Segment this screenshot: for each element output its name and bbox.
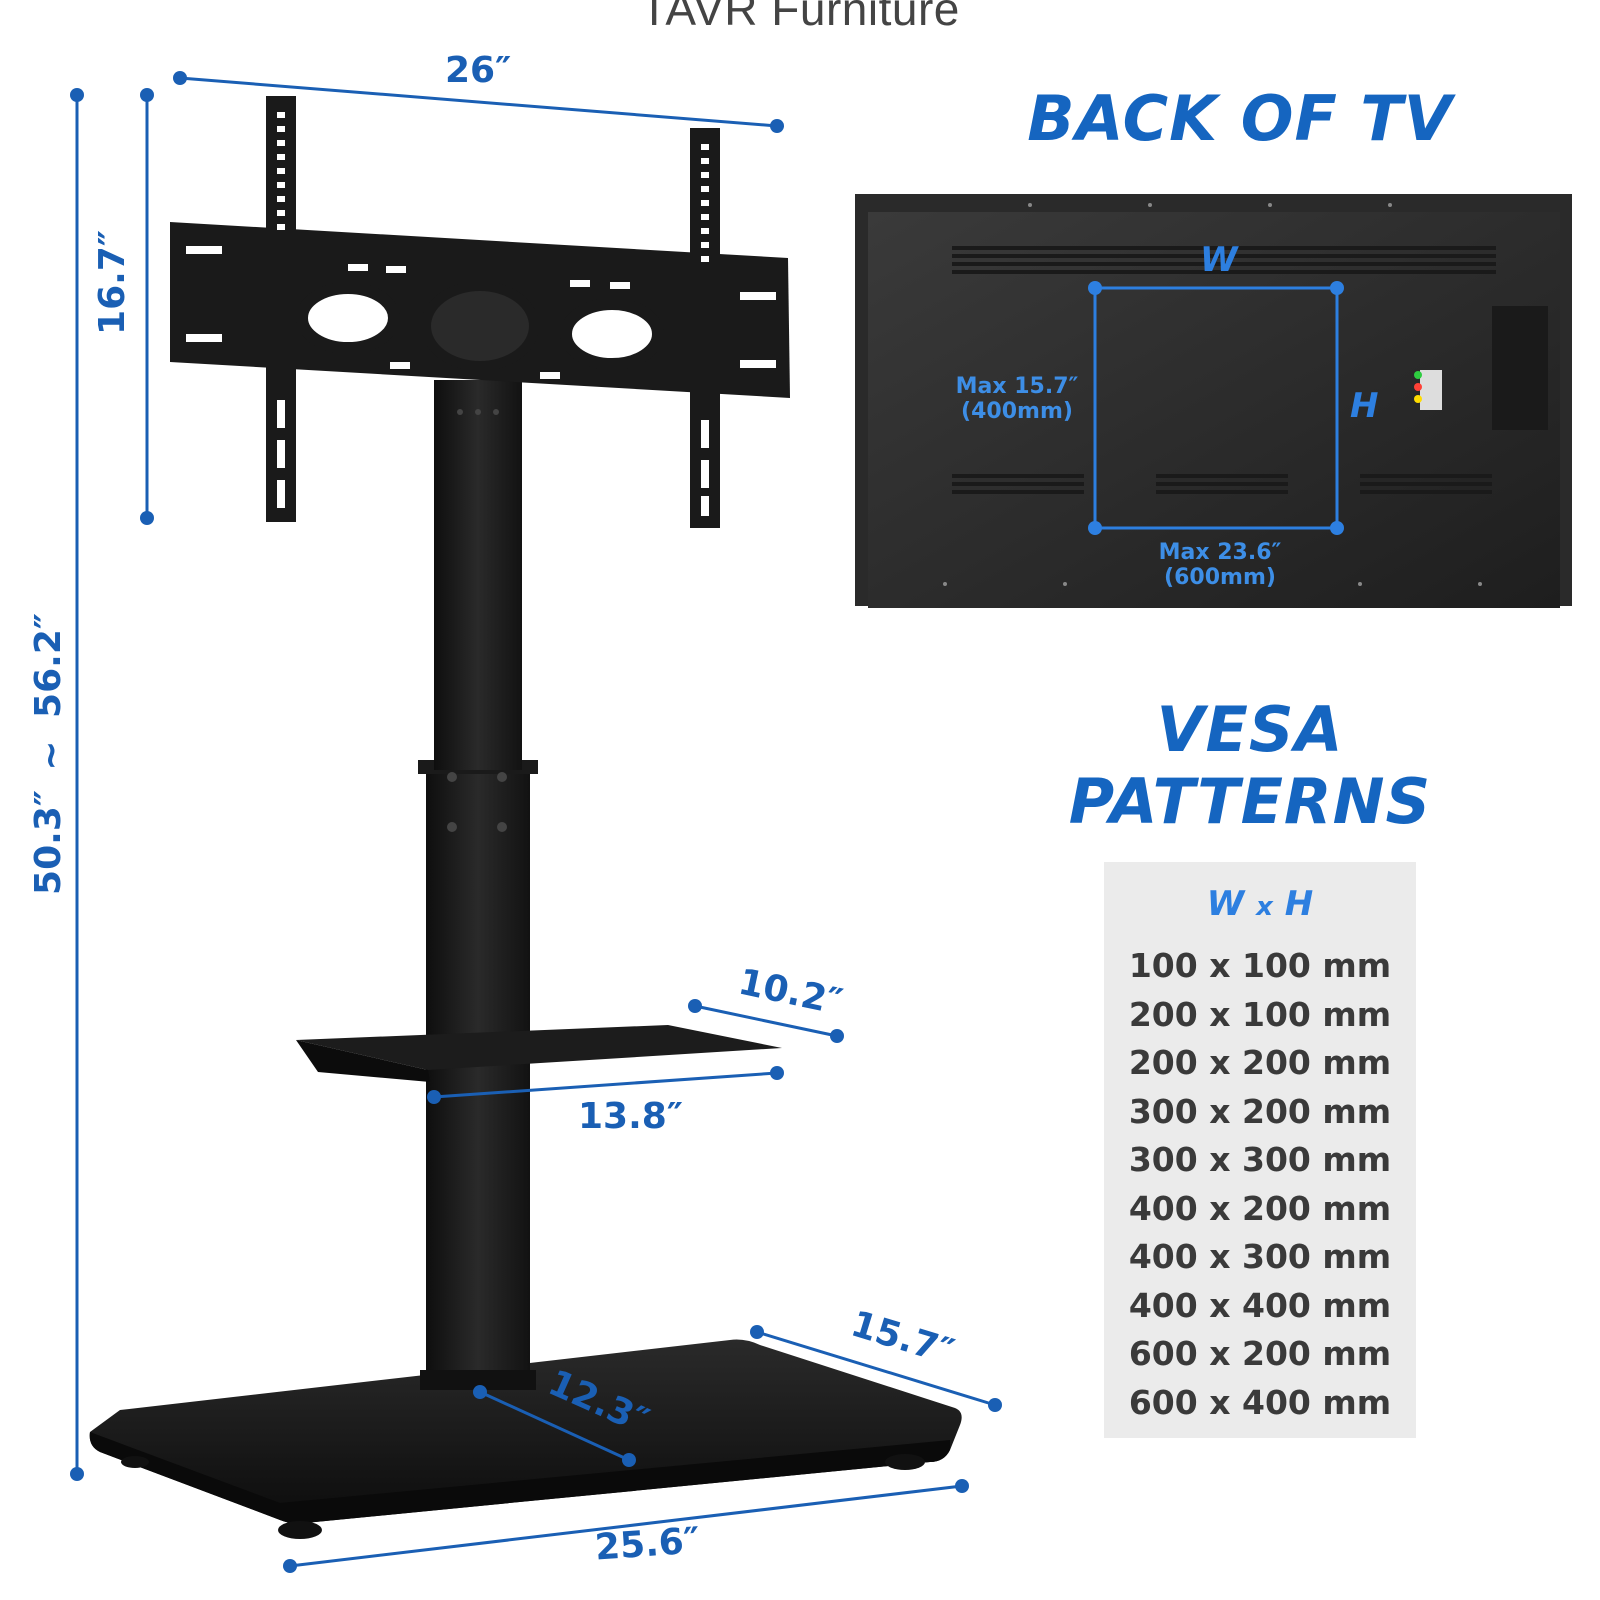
back-of-tv-heading: BACK OF TV [1027,82,1453,155]
dimension-lines [70,71,1002,1573]
vesa-heading: VESA PATTERNS [1068,693,1432,838]
vesa-pattern-item: 600 x 200 mm [1128,1334,1392,1373]
vesa-pattern-item: 600 x 400 mm [1128,1382,1392,1422]
tv-back-panel [855,194,1572,608]
vesa-pattern-item: 400 x 200 mm [1128,1188,1392,1228]
vesa-table-header: W x H [1206,884,1314,924]
mount-width-label: 26″ [445,50,512,91]
vesa-pattern-item: 200 x 100 mm [1128,994,1392,1034]
brand-title: TAVR Furniture [640,0,960,35]
height-tilde: ~ [30,740,72,771]
vesa-pattern-item: 200 x 200 mm [1128,1043,1392,1082]
mount-height-label: 16.7″ [91,230,133,335]
base-width-label: 25.6″ [593,1520,702,1569]
tv-max-height-label: Max 15.7″ (400mm) [955,374,1079,424]
tv-h-label: H [1350,386,1379,426]
stand-pole [418,380,538,1390]
vesa-pattern-list: 100 x 100 mm 200 x 100 mm 200 x 200 mm 3… [1104,942,1416,1427]
tv-mounting-bracket [170,96,790,528]
tv-max-width-label: Max 23.6″ (600mm) [1158,540,1282,590]
tv-w-label: W [1200,240,1238,280]
height-min-label: 50.3″ [27,790,69,895]
vesa-pattern-item: 400 x 400 mm [1128,1285,1392,1325]
vesa-pattern-item: 100 x 100 mm [1128,946,1392,985]
height-max-label: 56.2″ [27,613,69,718]
stand-base [89,1339,962,1539]
shelf-width-label: 13.8″ [578,1096,683,1137]
stand-shelf [296,1025,782,1082]
vesa-pattern-item: 400 x 300 mm [1128,1237,1392,1276]
vesa-pattern-table: W x H 100 x 100 mm 200 x 100 mm 200 x 20… [1104,862,1416,1438]
vesa-pattern-item: 300 x 200 mm [1128,1091,1392,1131]
vesa-pattern-item: 300 x 300 mm [1128,1140,1392,1179]
